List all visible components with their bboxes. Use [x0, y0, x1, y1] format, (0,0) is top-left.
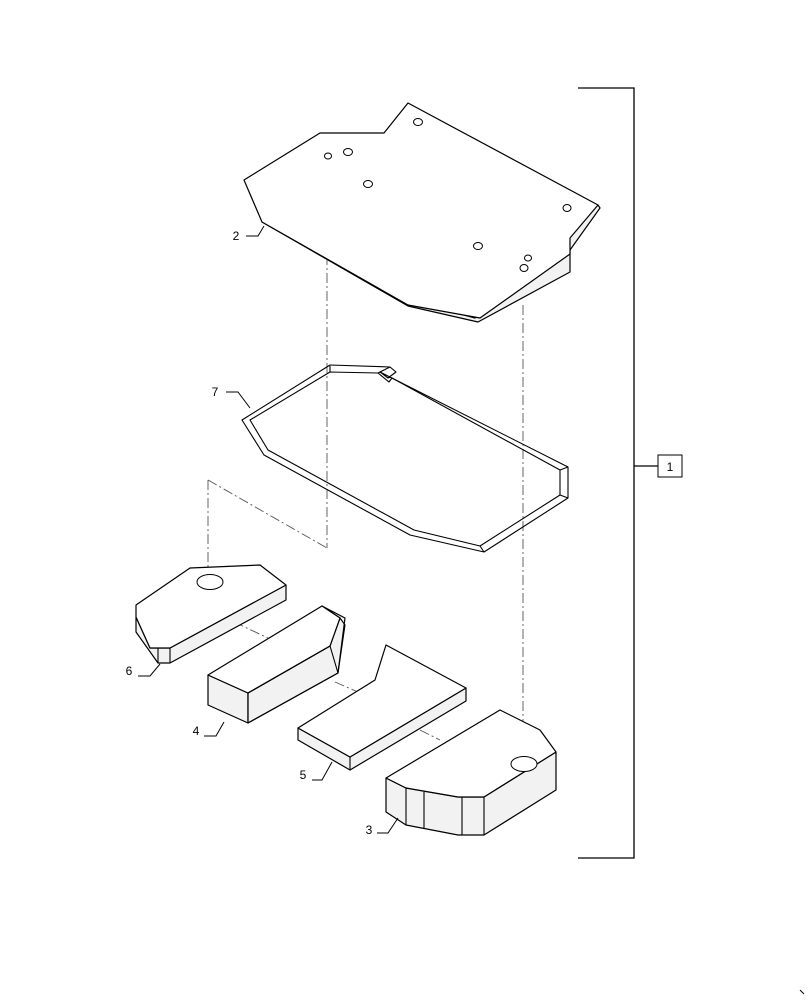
corner-mark [799, 989, 805, 995]
alignment-line-diag [207, 479, 328, 549]
leader-6 [138, 663, 161, 677]
alignment-line-block5-3 [419, 729, 441, 741]
block-center [207, 605, 346, 724]
plate-hole [524, 254, 532, 262]
leader-4 [204, 721, 225, 737]
leader-2 [246, 225, 265, 237]
assembly-bracket [578, 87, 635, 859]
callout-2: 2 [233, 229, 240, 243]
callout-7: 7 [212, 385, 219, 399]
assembly-callout-box [657, 454, 683, 478]
block-left [135, 564, 287, 664]
callout-1: 1 [667, 460, 674, 474]
block-left-hole [196, 574, 224, 590]
plate-hole [562, 204, 572, 212]
plate-hole [413, 118, 423, 126]
plate-hole [343, 148, 353, 156]
seal-frame [241, 364, 569, 553]
leader-3 [377, 817, 399, 834]
callout-3: 3 [366, 823, 373, 837]
callout-5: 5 [300, 768, 307, 782]
plate [243, 102, 601, 323]
callout-6: 6 [126, 664, 133, 678]
block-wedge [297, 644, 467, 771]
leader-5 [312, 761, 333, 781]
leader-7 [226, 391, 251, 409]
plate-hole [473, 242, 483, 250]
plate-hole [363, 180, 373, 188]
block-right-hole [510, 756, 538, 772]
callout-4: 4 [193, 724, 200, 738]
plate-hole [519, 264, 529, 272]
alignment-line-block4-5 [334, 681, 359, 693]
plate-hole [324, 152, 332, 160]
plate-top [243, 102, 599, 319]
block-right [385, 709, 557, 836]
